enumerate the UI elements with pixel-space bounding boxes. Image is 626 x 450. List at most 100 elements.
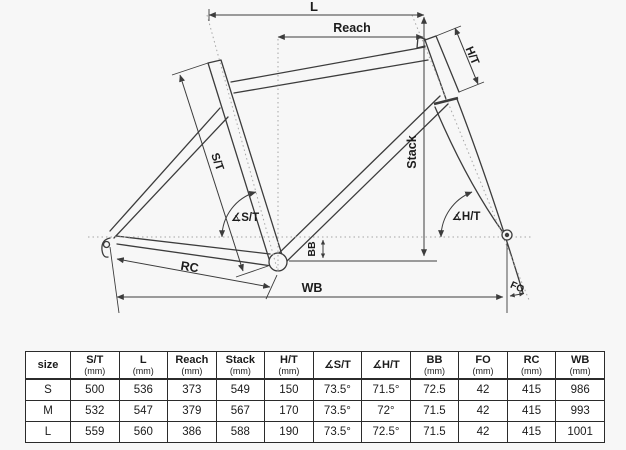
- size-cell: M: [25, 400, 71, 422]
- value-cell: 72°: [361, 400, 411, 422]
- value-cell: 73.5°: [312, 400, 363, 422]
- angle-st-label: ∡S/T: [231, 212, 259, 224]
- steering-axis-line: [411, 14, 530, 301]
- dim-ht-label: H/T: [463, 45, 481, 67]
- value-cell: 73.5°: [312, 421, 363, 443]
- value-cell: 559: [70, 421, 120, 443]
- value-cell: 190: [264, 421, 314, 443]
- fork: [434, 98, 524, 294]
- value-cell: 379: [167, 400, 217, 422]
- col-label: WB: [570, 354, 590, 366]
- seat-tube-axis-line: [206, 14, 279, 273]
- value-cell: 588: [215, 421, 266, 443]
- col-unit: (mm): [423, 366, 445, 376]
- value-cell: 150: [264, 378, 314, 401]
- value-cell: 72.5: [409, 378, 460, 401]
- col-label: size: [37, 359, 59, 371]
- value-cell: 536: [118, 378, 169, 401]
- down-tube: [275, 95, 449, 265]
- value-cell: 1001: [555, 421, 605, 443]
- dim-stack-label: Stack: [405, 135, 419, 168]
- value-cell: 73.5°: [312, 378, 363, 401]
- dim-fo: FO: [508, 280, 526, 298]
- col-unit: (mm): [229, 366, 251, 376]
- dim-l-label: L: [310, 0, 318, 14]
- fork-crown: [433, 96, 459, 106]
- col-unit: (mm): [472, 366, 494, 376]
- col-header-st: S/T(mm): [70, 351, 120, 380]
- col-label: H/T: [280, 354, 298, 366]
- value-cell: 170: [264, 400, 314, 422]
- value-cell: 71.5°: [361, 378, 411, 401]
- value-cell: 549: [215, 378, 266, 401]
- front-hub: [501, 229, 513, 241]
- col-unit: (mm): [181, 366, 203, 376]
- dim-st: S/T: [171, 62, 269, 278]
- value-cell: 71.5: [409, 421, 460, 443]
- col-label: Reach: [175, 354, 209, 366]
- col-unit: (mm): [521, 366, 543, 376]
- col-label: Stack: [225, 354, 256, 366]
- col-label: ∡H/T: [372, 359, 400, 371]
- rear-dropout: [101, 237, 111, 258]
- frame-geometry-diagram: L Reach Stack H/T S/T ∡S/T ∡H/T BB: [88, 0, 533, 314]
- dim-rc: RC: [116, 257, 278, 300]
- value-cell: 567: [215, 400, 266, 422]
- value-cell: 71.5: [409, 400, 460, 422]
- col-header-rc: RC(mm): [506, 351, 557, 380]
- size-cell: S: [25, 378, 71, 401]
- value-cell: 42: [458, 400, 508, 422]
- col-header-st: ∡S/T: [312, 351, 363, 380]
- col-label: ∡S/T: [323, 359, 351, 371]
- col-header-reach: Reach(mm): [167, 351, 217, 380]
- value-cell: 373: [167, 378, 217, 401]
- dim-bb-label: BB: [306, 241, 318, 257]
- value-cell: 993: [555, 400, 605, 422]
- col-label: RC: [523, 354, 540, 366]
- col-header-l: L(mm): [118, 351, 169, 380]
- dim-rc-label: RC: [180, 259, 200, 276]
- value-cell: 986: [555, 378, 605, 401]
- seat-stay: [109, 107, 229, 239]
- col-unit: (mm): [569, 366, 591, 376]
- value-cell: 42: [458, 378, 508, 401]
- size-cell: L: [25, 421, 71, 443]
- col-unit: (mm): [132, 366, 154, 376]
- col-label: BB: [426, 354, 443, 366]
- angle-ht-label: ∡H/T: [452, 211, 481, 223]
- value-cell: 72.5°: [361, 421, 411, 443]
- col-header-ht: ∡H/T: [361, 351, 411, 380]
- col-header-ht: H/T(mm): [264, 351, 314, 380]
- value-cell: 415: [506, 400, 557, 422]
- dim-stack: Stack: [289, 16, 437, 262]
- col-label: S/T: [86, 354, 104, 366]
- col-header-wb: WB(mm): [555, 351, 605, 380]
- value-cell: 386: [167, 421, 217, 443]
- col-header-stack: Stack(mm): [215, 351, 266, 380]
- dim-st-label: S/T: [208, 152, 225, 173]
- head-tube: [424, 35, 460, 100]
- dim-bb: BB: [306, 239, 326, 259]
- value-cell: 415: [506, 421, 557, 443]
- value-cell: 560: [118, 421, 169, 443]
- col-header-size: size: [25, 351, 71, 380]
- dim-fo-label: FO: [508, 280, 525, 296]
- dim-reach: Reach: [277, 21, 424, 41]
- dim-reach-label: Reach: [333, 21, 371, 35]
- dim-wb-label: WB: [302, 281, 323, 295]
- col-label: L: [139, 354, 147, 366]
- value-cell: 532: [70, 400, 120, 422]
- value-cell: 500: [70, 378, 120, 401]
- dim-ht: H/T: [435, 25, 485, 93]
- value-cell: 547: [118, 400, 169, 422]
- top-tube: [230, 46, 429, 94]
- frame-diagram-svg: L Reach Stack H/T S/T ∡S/T ∡H/T BB: [88, 0, 533, 314]
- angle-st: ∡S/T: [218, 190, 259, 238]
- angle-ht: ∡H/T: [438, 191, 481, 238]
